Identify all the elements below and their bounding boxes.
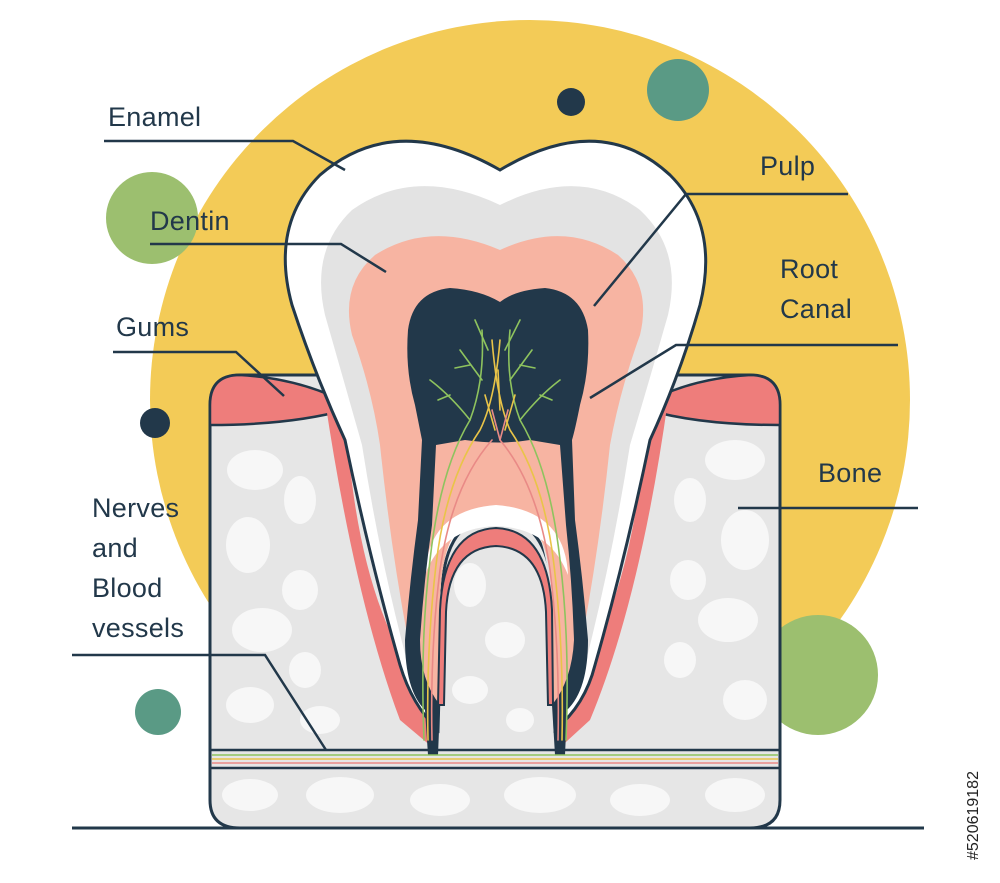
decor-green-dot — [106, 172, 198, 264]
dentin-leader — [150, 242, 387, 274]
decor-navy-dot — [140, 408, 170, 438]
label-root-canal: Root Canal — [780, 249, 852, 329]
label-pulp: Pulp — [760, 151, 816, 181]
pulp-leader — [593, 192, 848, 307]
label-nerves-line: Nerves — [92, 493, 180, 523]
pulp — [405, 288, 589, 755]
enamel-leader — [104, 139, 346, 172]
nerves-and-blood-vessels — [422, 319, 568, 741]
label-nerves-line: Blood — [92, 573, 163, 603]
nerve-band — [210, 748, 780, 770]
decor-teal-dot — [647, 59, 709, 121]
label-bone: Bone — [818, 458, 883, 488]
label-nerves-line: vessels — [92, 613, 185, 643]
leader-lines — [72, 139, 918, 751]
nerves-leader — [72, 653, 328, 751]
gums — [208, 373, 348, 427]
decor-navy-dot — [557, 88, 585, 116]
label-root-canal-line: Root — [780, 254, 839, 284]
decor-teal-dot — [135, 689, 181, 735]
decor-green-dot — [758, 615, 878, 735]
gums-leader — [113, 350, 285, 397]
gums — [645, 373, 782, 427]
enamel — [425, 505, 568, 575]
label-root-canal-line: Canal — [780, 294, 853, 324]
label-nerves-and-blood-vessels: Nerves and Blood vessels — [92, 488, 184, 648]
label-dentin: Dentin — [150, 206, 230, 236]
label-gums: Gums — [116, 312, 190, 342]
stock-id: #520619182 — [965, 771, 982, 860]
label-nerves-line: and — [92, 533, 138, 563]
root-canal-leader — [589, 343, 898, 400]
label-enamel: Enamel — [108, 102, 202, 132]
